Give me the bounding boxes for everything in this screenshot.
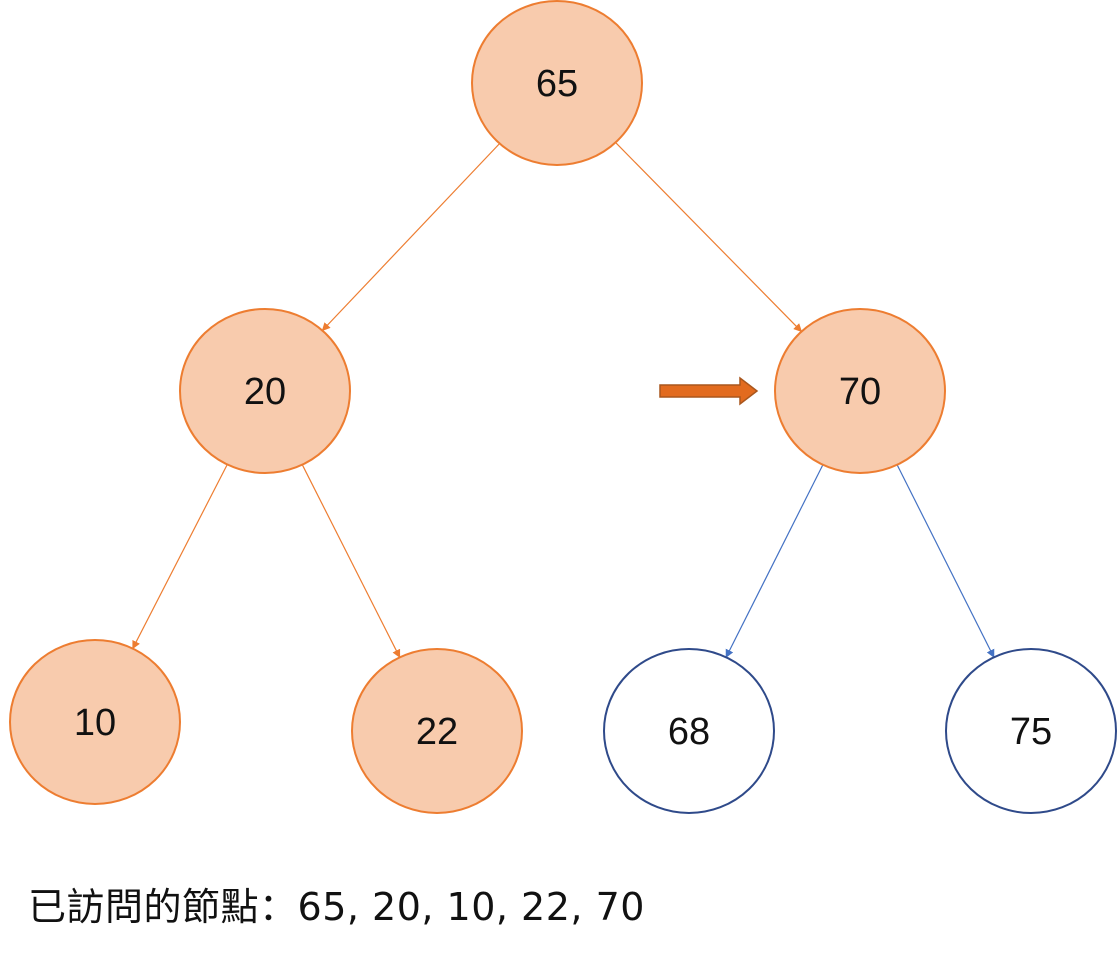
node-label-22: 22 <box>416 711 458 753</box>
node-circle-22 <box>351 648 523 814</box>
edge-20-22 <box>301 464 401 659</box>
edge-70-68 <box>725 464 824 658</box>
edge-70-75 <box>896 464 995 658</box>
edge-65-20 <box>321 143 501 332</box>
current-node-pointer <box>659 376 759 406</box>
tree-node-68: 68 <box>603 648 775 814</box>
tree-node-65: 65 <box>471 0 643 166</box>
visited-nodes-caption: 已訪問的節點：65, 20, 10, 22, 70 <box>28 876 645 931</box>
pointer-arrow-icon <box>659 376 759 406</box>
visited-nodes-values: 65, 20, 10, 22, 70 <box>297 885 645 929</box>
edge-20-10 <box>132 464 228 650</box>
tree-node-75: 75 <box>945 648 1117 814</box>
tree-node-22: 22 <box>351 648 523 814</box>
edge-65-70 <box>615 142 803 333</box>
node-label-65: 65 <box>536 63 578 105</box>
node-label-68: 68 <box>668 711 710 753</box>
nodes-layer: 65 20 70 10 22 68 75 <box>9 0 1117 814</box>
node-circle-75 <box>945 648 1117 814</box>
node-circle-68 <box>603 648 775 814</box>
node-label-75: 75 <box>1010 711 1052 753</box>
node-circle-70 <box>774 308 946 474</box>
visited-nodes-label: 已訪問的節點： <box>28 885 298 929</box>
node-label-70: 70 <box>839 371 881 413</box>
node-label-20: 20 <box>244 371 286 413</box>
edges-layer <box>132 142 995 659</box>
tree-node-70: 70 <box>774 308 946 474</box>
tree-node-20: 20 <box>179 308 351 474</box>
node-label-10: 10 <box>74 702 116 744</box>
node-circle-20 <box>179 308 351 474</box>
node-circle-10 <box>9 639 181 805</box>
tree-node-10: 10 <box>9 639 181 805</box>
node-circle-65 <box>471 0 643 166</box>
